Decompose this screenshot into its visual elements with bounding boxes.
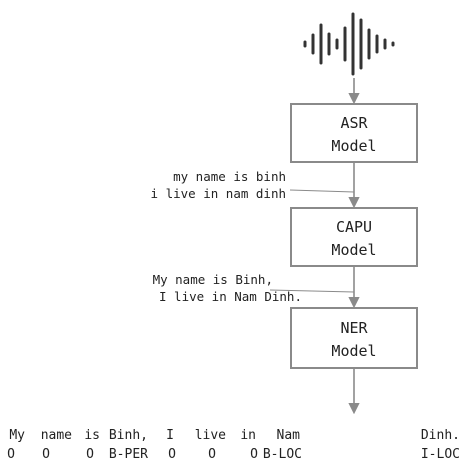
- ner-model-box: NER Model: [290, 307, 418, 369]
- ner-token: My: [9, 428, 25, 443]
- ner-tag: B-PER: [109, 447, 148, 461]
- capu-output-callout-line: [269, 289, 355, 293]
- capu-model-box: CAPU Model: [290, 207, 418, 267]
- capu-output-line2: I live in Nam Dinh.: [159, 289, 302, 304]
- capu-model-label-line2: Model: [331, 241, 376, 259]
- ner-model-label-line2: Model: [331, 342, 376, 360]
- ner-model-label-line1: NER: [340, 319, 368, 337]
- ner-token: I: [166, 428, 174, 443]
- ner-token: is: [84, 428, 100, 443]
- ner-token: name: [41, 428, 72, 443]
- asr-output-line2: i live in nam dinh: [151, 186, 286, 201]
- ner-token: in: [240, 428, 256, 443]
- ner-tag: B-LOC: [263, 447, 302, 461]
- asr-model-box: ASR Model: [290, 103, 418, 163]
- ner-tag: I-LOC: [421, 447, 460, 461]
- asr-output-line1: my name is binh: [173, 169, 286, 184]
- ner-token: live: [195, 428, 226, 443]
- capu-output-line1: My name is Binh,: [153, 272, 273, 287]
- asr-output-callout-line: [289, 189, 355, 193]
- ner-tag: O: [86, 447, 94, 461]
- asr-model-label-line1: ASR: [340, 114, 368, 132]
- capu-model-label-line1: CAPU: [336, 218, 372, 236]
- ner-tag: O: [168, 447, 176, 461]
- ner-token: Dinh.: [421, 428, 460, 443]
- ner-token: Binh,: [109, 428, 148, 443]
- ner-tag: O: [250, 447, 258, 461]
- ner-tag: O: [208, 447, 216, 461]
- ner-tag: O: [7, 447, 15, 461]
- waveform-icon: [303, 12, 395, 76]
- ner-token: Nam: [277, 428, 301, 443]
- asr-model-label-line2: Model: [331, 137, 376, 155]
- ner-tag: O: [42, 447, 50, 461]
